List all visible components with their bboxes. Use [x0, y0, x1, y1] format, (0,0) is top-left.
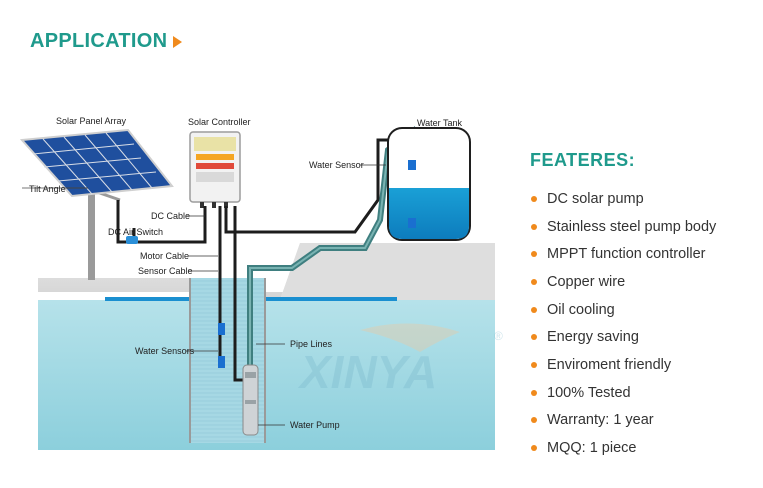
label-water-tank: Water Tank: [417, 118, 463, 128]
label-water-sensor: Water Sensor: [309, 160, 364, 170]
label-dc-air-switch: DC Air Switch: [108, 227, 163, 237]
list-item: Enviroment friendly: [530, 351, 716, 379]
feature-text: Oil cooling: [547, 301, 615, 318]
feature-text: MPPT function controller: [547, 246, 706, 263]
water-tank: [387, 127, 471, 241]
dc-air-switch-icon: [126, 236, 138, 244]
list-item: Copper wire: [530, 268, 716, 296]
list-item: MPPT function controller: [530, 240, 716, 268]
feature-text: DC solar pump: [547, 190, 644, 207]
water-pump-icon: [242, 364, 259, 436]
bullet-icon: [531, 195, 537, 202]
label-solar-panel-array: Solar Panel Array: [56, 116, 127, 126]
feature-text: Enviroment friendly: [547, 356, 672, 373]
watermark-text: XINYA: [297, 346, 437, 398]
water-sensor-upper: [218, 323, 225, 335]
section-title: APPLICATION: [30, 30, 183, 53]
list-item: Warranty: 1 year: [530, 407, 716, 435]
label-motor-cable: Motor Cable: [140, 251, 189, 261]
feature-text: Stainless steel pump body: [547, 218, 717, 235]
solar-controller: [189, 131, 241, 208]
bullet-icon: [531, 306, 537, 313]
list-item: MQQ: 1 piece: [530, 434, 716, 462]
label-water-pump: Water Pump: [290, 420, 340, 430]
feature-text: Warranty: 1 year: [547, 412, 654, 429]
bullet-icon: [531, 361, 537, 368]
bullet-icon: [531, 334, 537, 341]
label-dc-cable: DC Cable: [151, 211, 190, 221]
label-pipe-lines: Pipe Lines: [290, 339, 333, 349]
features-list: DC solar pump Stainless steel pump body …: [530, 185, 716, 462]
ground: [38, 243, 495, 300]
feature-text: MQQ: 1 piece: [547, 440, 637, 457]
bullet-icon: [531, 445, 537, 452]
label-tilt-angle: Tilt Angle: [29, 184, 66, 194]
bullet-icon: [531, 223, 537, 230]
watermark: XINYA ®: [297, 323, 503, 398]
label-water-sensors: Water Sensors: [135, 346, 195, 356]
bullet-icon: [531, 278, 537, 285]
list-item: DC solar pump: [530, 185, 716, 213]
label-sensor-cable: Sensor Cable: [138, 266, 193, 276]
features-panel: FEATERES: DC solar pump Stainless steel …: [530, 150, 716, 462]
play-arrow-icon: [173, 35, 183, 48]
solar-panel-array: [19, 128, 174, 280]
list-item: Oil cooling: [530, 296, 716, 324]
list-item: Energy saving: [530, 323, 716, 351]
features-title: FEATERES:: [530, 150, 636, 170]
feature-text: Copper wire: [547, 273, 626, 290]
watermark-registered-mark: ®: [494, 329, 503, 343]
list-item: 100% Tested: [530, 379, 716, 407]
label-solar-controller: Solar Controller: [188, 117, 251, 127]
bullet-icon: [531, 251, 537, 258]
bullet-icon: [531, 417, 537, 424]
feature-text: 100% Tested: [547, 384, 631, 401]
feature-text: Energy saving: [547, 329, 639, 346]
bullet-icon: [531, 389, 537, 396]
water-sensor-lower: [218, 356, 225, 368]
list-item: Stainless steel pump body: [530, 213, 716, 241]
section-title-text: APPLICATION: [30, 30, 168, 52]
